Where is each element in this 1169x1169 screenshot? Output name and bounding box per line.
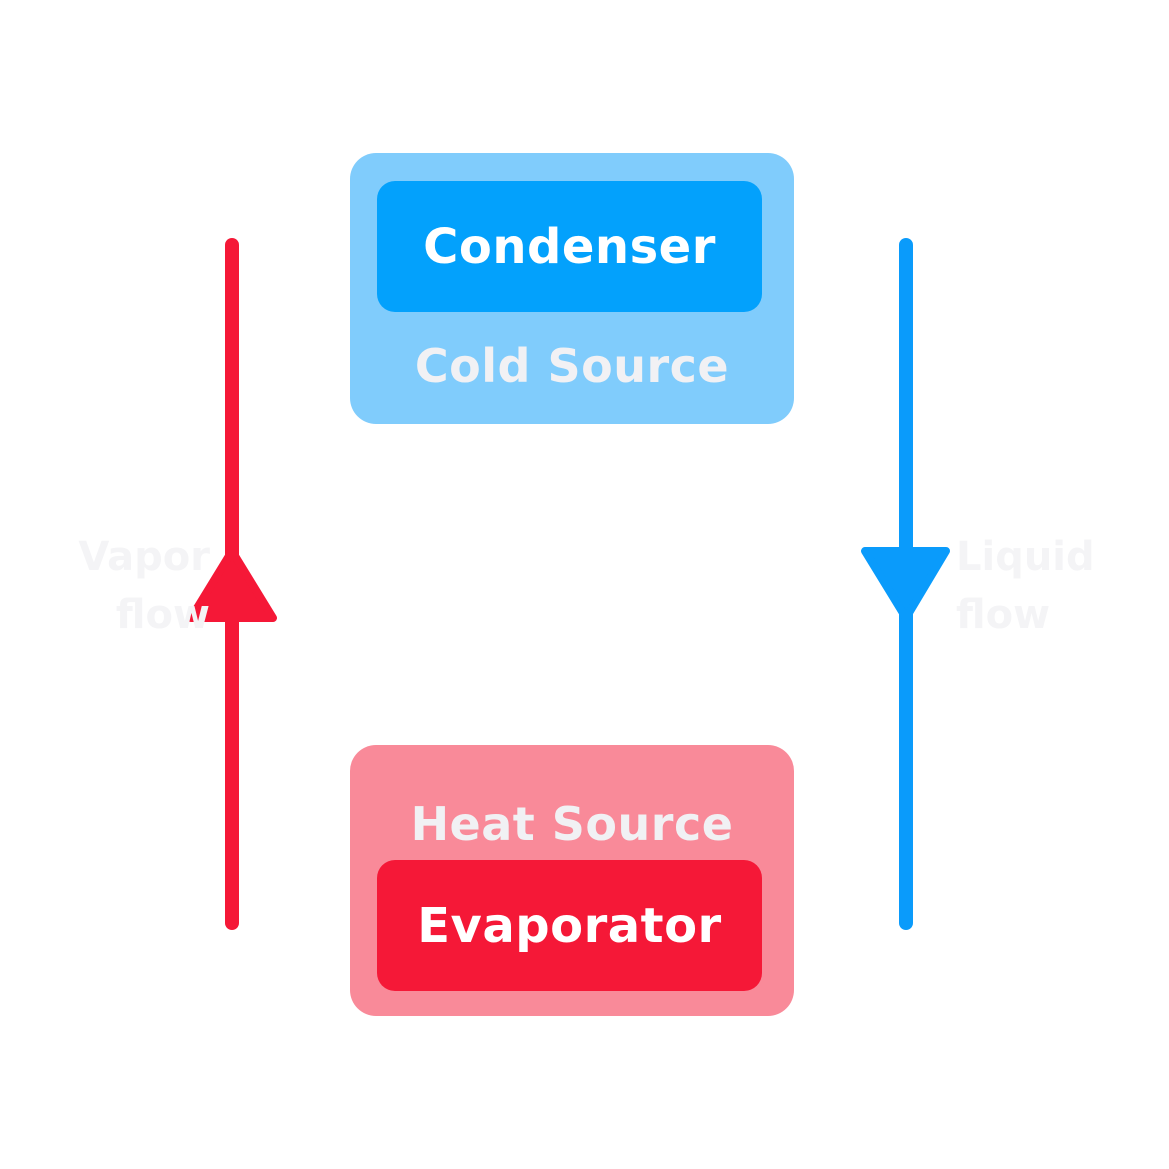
vapor-arrow-up-icon <box>187 547 277 622</box>
vapor-flow-line2: flow <box>115 592 210 638</box>
vapor-flow-label: Vapor flow <box>60 528 210 644</box>
liquid-flow-line2: flow <box>956 592 1051 638</box>
heat-source-label: Heat Source <box>410 797 734 851</box>
evaporator-label: Evaporator <box>417 897 722 954</box>
cold-source-label: Cold Source <box>414 339 730 393</box>
condenser-label: Condenser <box>423 218 716 275</box>
liquid-arrow-down-icon <box>861 547 950 622</box>
evaporator-box: Evaporator <box>377 860 762 991</box>
condenser-box: Condenser <box>377 181 762 312</box>
vapor-flow-line1: Vapor <box>78 534 210 580</box>
liquid-flow-label: Liquid flow <box>956 528 1116 644</box>
liquid-flow-line1: Liquid <box>956 534 1095 580</box>
